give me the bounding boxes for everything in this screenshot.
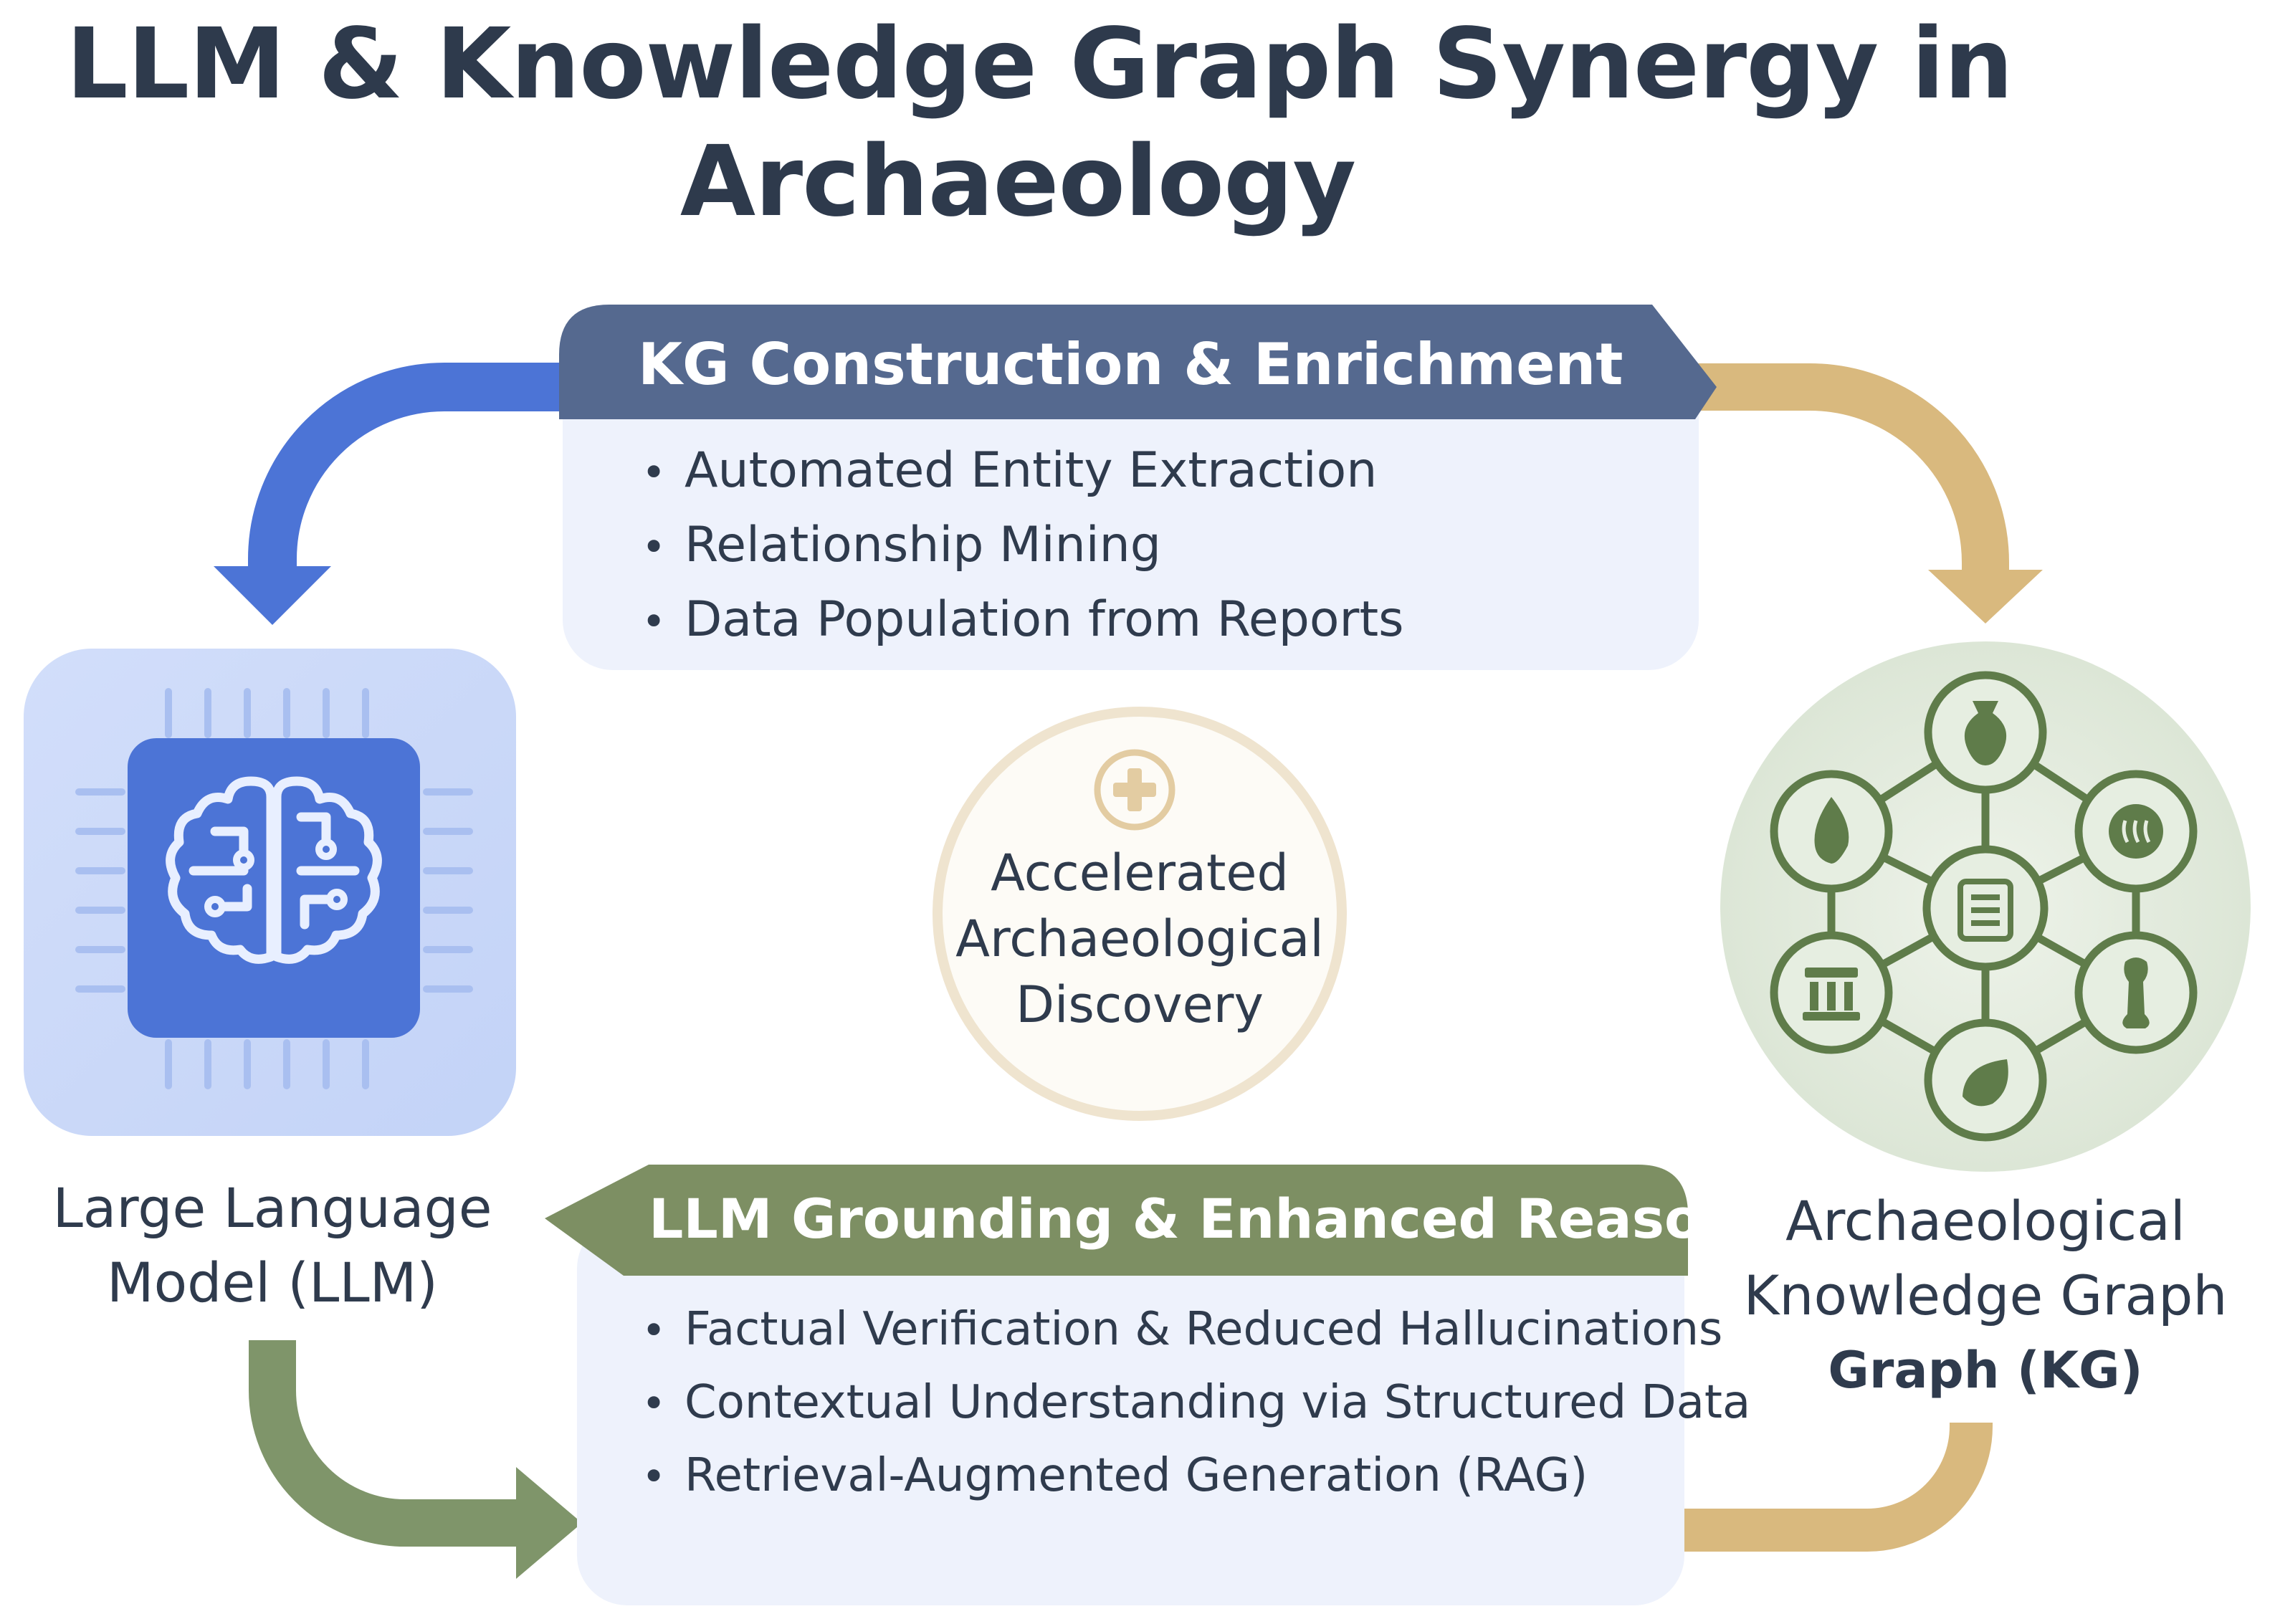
green-curved-arrow [249,1340,582,1579]
top-section-heading: KG Construction & Enrichment [638,331,1623,398]
kg-label: Archaeological Knowledge Graph Graph (KG… [1743,1189,2228,1400]
coin-icon [2109,804,2163,859]
arrowhead-icon [1814,797,1849,864]
list-item: Factual Verification & Reduced Hallucina… [642,1294,1750,1367]
gold-curved-arrow-bottom [1670,1423,1993,1552]
bottom-section-list: Factual Verification & Reduced Hallucina… [642,1294,1750,1513]
title-line-2: Archaeology [679,125,1356,239]
center-discovery-circle [933,707,1347,1121]
top-section-list: Automated Entity Extraction Relationship… [642,434,1404,658]
page-title: LLM & Knowledge Graph Synergy in Archaeo… [0,6,2079,241]
center-discovery-label: Accelerated Archaeological Discovery [955,844,1324,1034]
blue-curved-arrow [214,363,573,625]
list-item: Retrieval-Augmented Generation (RAG) [642,1440,1750,1513]
plus-icon [1094,749,1175,831]
temple-icon [1803,968,1860,1021]
vase-icon [1964,701,2007,765]
list-item: Automated Entity Extraction [642,434,1404,509]
list-item: Relationship Mining [642,509,1404,583]
list-item: Data Population from Reports [642,583,1404,658]
brain-chip-icon [24,649,516,1136]
bottom-section-heading: LLM Grounding & Enhanced Reasoning [649,1187,1837,1251]
title-line-1: LLM & Knowledge Graph Synergy in [66,8,2013,121]
bone-icon [2122,957,2150,1028]
list-item: Contextual Understanding via Structured … [642,1367,1750,1440]
gold-curved-arrow-top [1692,363,2043,624]
llm-label: Large Language Model (LLM) [52,1176,492,1314]
pottery-shard-icon [1963,1059,2008,1107]
scroll-icon [1957,879,2013,942]
knowledge-graph-illustration [1720,641,2251,1172]
